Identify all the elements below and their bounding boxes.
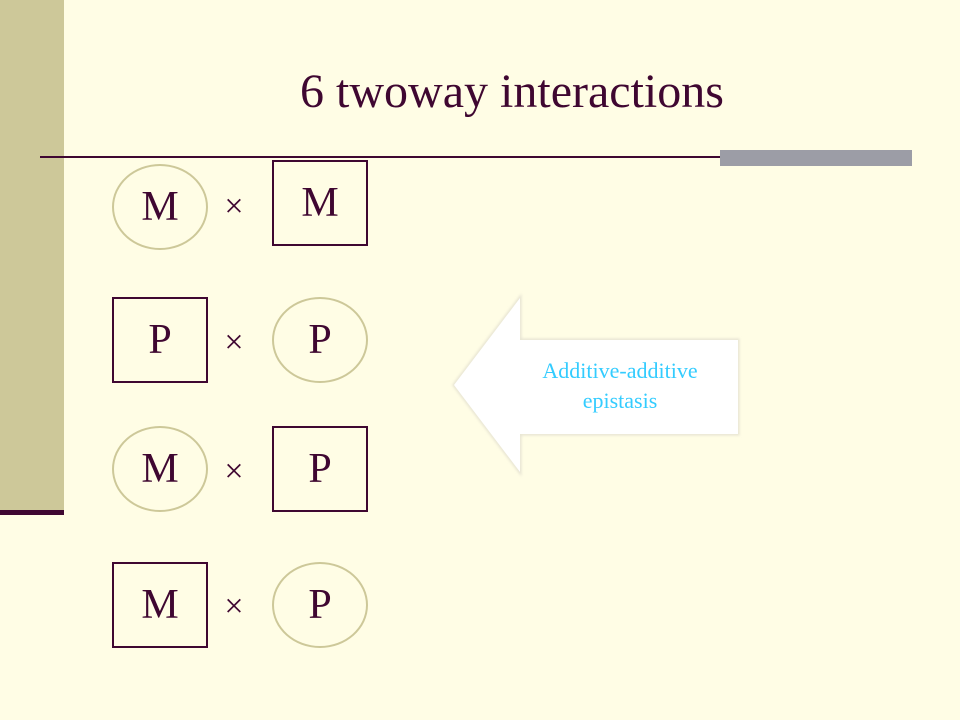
row4-times-operator: × [224,588,244,625]
row2-right-label: P [308,317,332,363]
row4-left-box: M [112,562,208,648]
row2-left-label: P [148,317,172,363]
callout-arrow-shape [452,293,740,477]
title-rule [40,156,912,158]
left-decorative-band [0,0,64,510]
row3-times-operator: × [224,453,244,490]
row2-left-box: P [112,297,208,383]
row1-left-circle: M [112,164,208,250]
row4-right-label: P [308,582,332,628]
row2-right-circle: P [272,297,368,383]
left-band-underline [0,510,64,515]
slide-title: 6 twoway interactions [300,65,724,118]
callout-line-2: epistasis [582,388,658,413]
row1-times-operator: × [224,188,244,225]
row3-left-circle: M [112,426,208,512]
row4-left-label: M [141,582,179,628]
row1-right-box: M [272,160,368,246]
row4-right-circle: P [272,562,368,648]
row1-right-label: M [301,180,339,226]
row3-right-box: P [272,426,368,512]
epistasis-callout: Additive-additive epistasis [440,290,750,490]
callout-line-1: Additive-additive [542,358,698,383]
row2-times-operator: × [224,324,244,361]
callout-text: Additive-additive epistasis [490,356,750,416]
row1-left-label: M [141,184,179,230]
title-rule-accent [720,150,912,166]
row3-right-label: P [308,446,332,492]
row3-left-label: M [141,446,179,492]
